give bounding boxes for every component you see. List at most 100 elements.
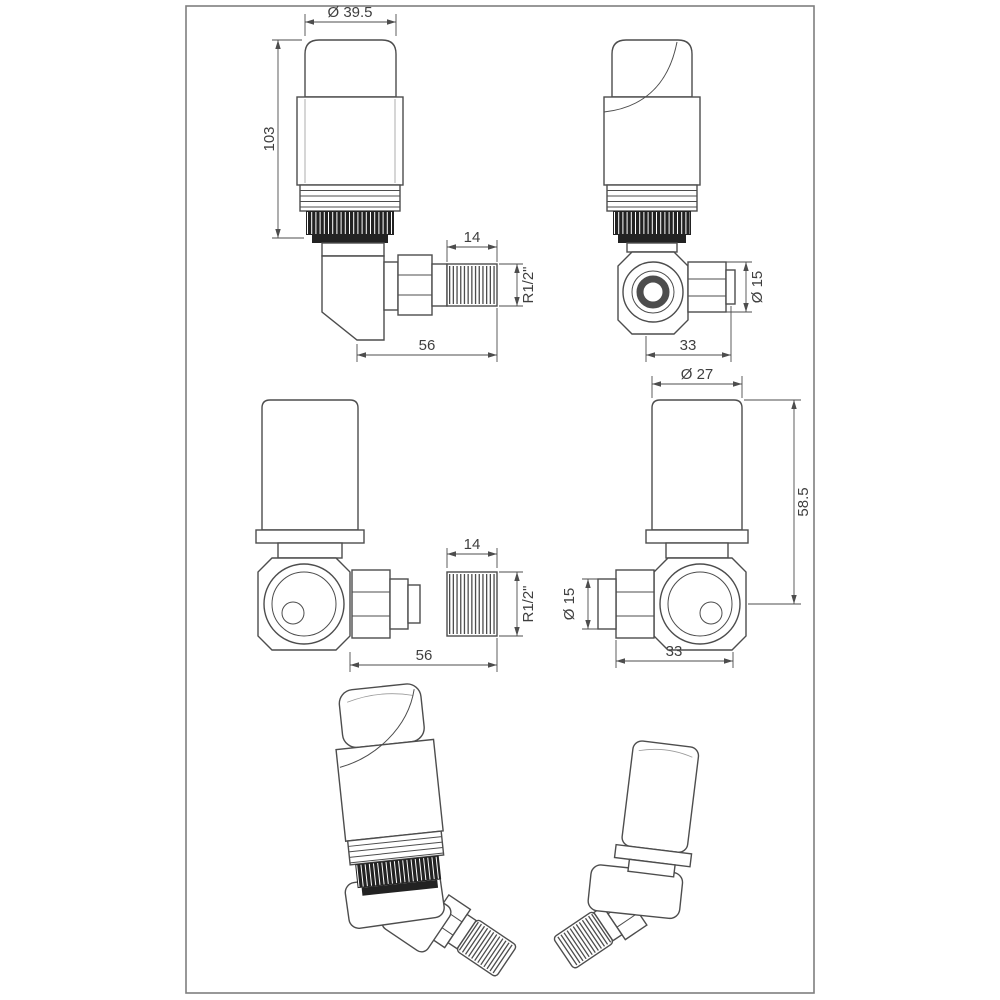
extension-lines: [499, 571, 523, 637]
dim-label: Ø 27: [681, 366, 714, 383]
dim-arrow: [585, 579, 591, 588]
dim-arrow: [350, 662, 359, 668]
dim-arrow: [585, 620, 591, 629]
dim-label: Ø 15: [749, 271, 766, 304]
union-nut: [351, 569, 391, 639]
cap-neck: [665, 542, 729, 559]
union-nut: [687, 261, 727, 313]
dim-body-length: 56: [349, 638, 498, 672]
valve-port-mid: [631, 270, 675, 314]
valve-neck: [626, 242, 678, 253]
extension-lines: [651, 376, 743, 398]
valve-port-outer: [659, 563, 741, 645]
valve-port-inner: [699, 601, 723, 625]
view-trv-perspective: [335, 683, 517, 977]
extension-lines: [744, 399, 801, 605]
dim-label: 56: [416, 647, 433, 664]
trv-head-body: [296, 96, 404, 186]
dim-arrow: [791, 595, 797, 604]
dim-arrow: [743, 303, 749, 312]
extension-lines: [582, 578, 598, 630]
trv-head-cap: [611, 39, 693, 98]
valve-port-mid: [667, 571, 733, 637]
union-nut: [615, 569, 655, 639]
dim-arrow: [488, 662, 497, 668]
extension-lines: [615, 640, 734, 668]
coupler: [431, 263, 448, 307]
dim-label: 33: [666, 643, 683, 660]
cap-top-arc: [638, 748, 693, 758]
dim-label: R1/2": [520, 585, 537, 622]
trv-head-body: [335, 738, 444, 842]
dim-arrow: [724, 658, 733, 664]
dim-arrow: [652, 381, 661, 387]
valve-port-ring: [636, 275, 670, 309]
dim-pipe-diameter: Ø 15: [561, 578, 598, 630]
collar-rib-lines: [300, 190, 400, 208]
dim-thread-spec: R1/2": [499, 571, 537, 637]
dim-thread-length: 14: [446, 536, 498, 568]
dim-head-height: 103: [261, 39, 304, 239]
collar-rib-lines: [607, 190, 697, 208]
dim-arrow: [514, 627, 520, 636]
valve-outlet: [383, 261, 399, 311]
dim-label: 58.5: [795, 487, 812, 516]
dim-label: Ø 39.5: [327, 4, 372, 21]
dim-label: R1/2": [520, 266, 537, 303]
head-wave-line: [339, 689, 415, 768]
collar-rib-lines: [348, 836, 444, 864]
valve-port-inner: [281, 601, 305, 625]
coupler: [389, 578, 409, 630]
lockshield-cap: [651, 399, 743, 531]
dim-arrow: [616, 658, 625, 664]
dim-arrow: [488, 551, 497, 557]
dim-label: 56: [419, 337, 436, 354]
extension-lines: [499, 263, 523, 307]
trv-head-3d: [335, 683, 445, 896]
dim-label: Ø 15: [561, 588, 578, 621]
dim-arrow: [733, 381, 742, 387]
union-nut: [397, 254, 433, 316]
dim-arrow: [488, 244, 497, 250]
dim-arrow: [357, 352, 366, 358]
coupler-ring: [407, 584, 421, 624]
lockshield-head-3d: [613, 740, 700, 878]
valve-elbow-body: [321, 255, 385, 341]
extension-lines: [349, 638, 498, 672]
head-wave-line: [603, 41, 678, 113]
valve-neck: [321, 242, 385, 257]
dim-body-depth: 33: [645, 306, 732, 362]
dim-arrow: [514, 572, 520, 581]
view-trv-front: Ø 39.5 103 14 R1/2" 56: [261, 4, 537, 362]
view-lockshield-perspective: [553, 740, 700, 969]
trv-head-edge-lines: [304, 99, 396, 183]
lockshield-cap: [261, 399, 359, 531]
trv-head-cap: [338, 683, 425, 749]
lock-ring: [361, 879, 439, 896]
pipe-tail: [725, 269, 736, 305]
dim-arrow: [646, 352, 655, 358]
dim-body-depth: 33: [615, 640, 734, 668]
dim-body-length: 56: [356, 308, 498, 362]
view-trv-side: 33 Ø 15: [603, 39, 766, 362]
extension-lines: [446, 240, 498, 262]
dim-arrow: [791, 400, 797, 409]
cap-flange: [645, 529, 749, 544]
dim-cap-diameter: Ø 39.5: [304, 4, 397, 36]
dim-arrow: [275, 229, 281, 238]
dim-arrow: [743, 262, 749, 271]
dim-arrow: [305, 19, 314, 25]
lock-ring: [312, 235, 388, 243]
union-nut-facets: [688, 278, 726, 297]
extension-lines: [272, 39, 304, 239]
dim-label: 33: [680, 337, 697, 354]
dim-arrow: [447, 244, 456, 250]
dim-arrow: [514, 297, 520, 306]
coupler: [597, 578, 617, 630]
dim-arrow: [275, 40, 281, 49]
union-nut-facets: [398, 274, 432, 296]
valve-port-mid: [271, 571, 337, 637]
cap-flange: [255, 529, 365, 544]
dim-pipe-diameter: Ø 15: [726, 261, 766, 313]
